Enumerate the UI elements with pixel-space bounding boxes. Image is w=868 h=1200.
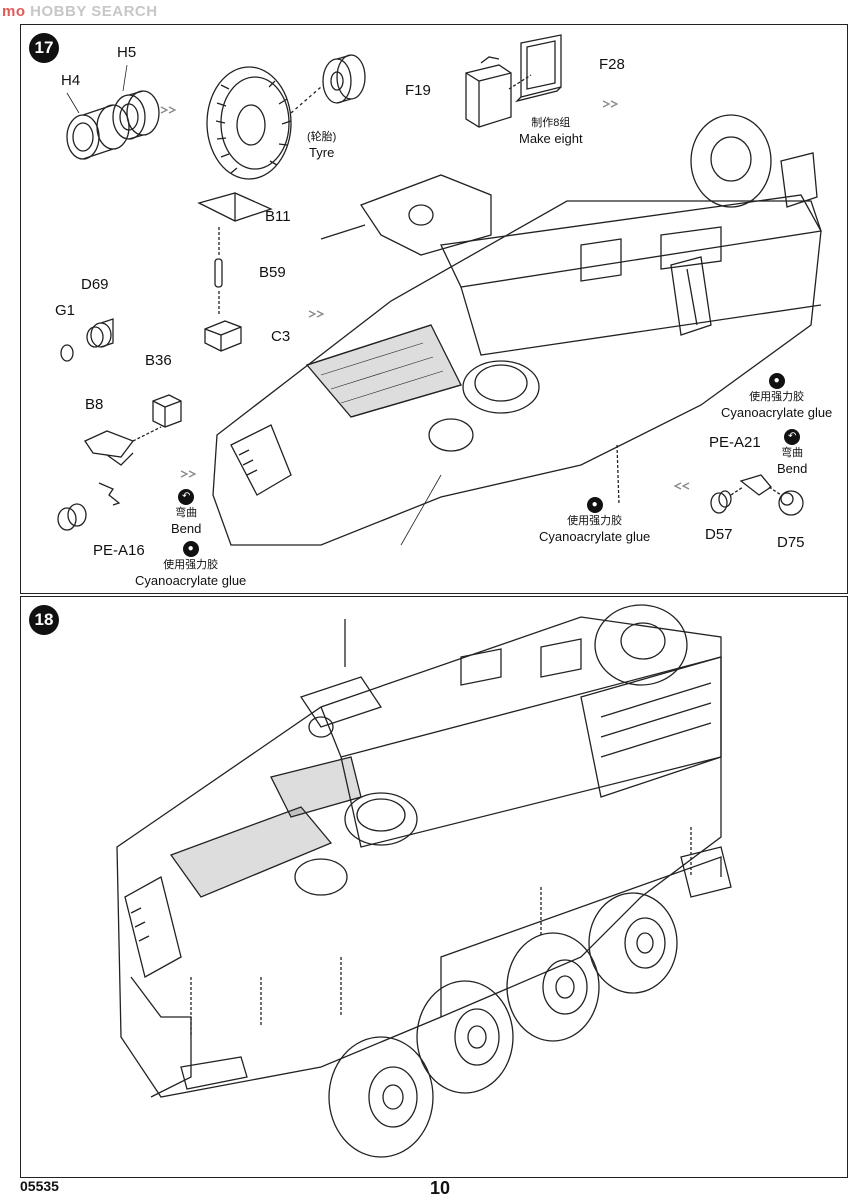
part-d57 [710,490,732,514]
label-d69: D69 [81,276,109,293]
part-pe-a21 [739,474,772,496]
bracket-f28 [514,34,562,103]
glue-drop-icon: ● [182,541,199,557]
part-d69 [86,318,114,348]
label-b11: B11 [265,208,291,225]
glue-drop-icon: ● [768,373,785,389]
road-wheel-2 [416,980,514,1094]
tyre-caption: (轮胎) Tyre [307,131,337,160]
glue-drop-icon: ● [586,497,603,513]
make-eight-caption: 制作8组 Make eight [519,117,583,146]
label-d75: D75 [777,534,805,551]
road-wheel-3 [506,932,600,1042]
cross-part-b11 [197,192,273,222]
bend-icon: ↶ [178,489,195,505]
bend-note-right: ↶ 弯曲 Bend [777,429,808,476]
label-g1: G1 [55,302,76,319]
road-wheel-1 [328,1036,434,1158]
label-h4: H4 [61,72,81,89]
road-wheel-4 [588,892,678,994]
label-f19: F19 [405,82,431,99]
label-f28: F28 [599,56,625,73]
part-b8 [84,430,135,466]
tyre-part [206,66,292,180]
label-d57: D57 [705,526,733,543]
label-b59: B59 [259,264,286,281]
label-pe-a21: PE-A21 [709,434,761,451]
jerry-can-f19 [465,56,512,128]
step-17-illustration [57,34,823,546]
page-number: 10 [430,1178,451,1198]
vehicle-step18 [116,604,732,1158]
part-knob [57,503,87,531]
glue-note-left: ● 使用强力胶 Cyanoacrylate glue [135,541,247,588]
step-17-panel: 17 [20,24,848,594]
step-18-panel: 18 [20,596,848,1178]
part-pe-a16 [98,482,121,506]
hub-part-h4 [66,104,130,160]
bend-icon: ↶ [784,429,801,445]
hub-part-h5 [112,90,160,140]
step-18-number: 18 [29,605,59,635]
label-b36: B36 [145,352,172,369]
vehicle-step17 [212,114,823,546]
part-d75 [778,490,804,516]
product-code: 05535 [20,1178,59,1194]
step-18-illustration [116,604,732,1158]
part-g1 [60,344,74,362]
label-b8: B8 [85,396,104,413]
watermark-logo: mo HOBBY SEARCH [2,3,158,20]
bend-note-left: ↶ 弯曲 Bend [171,489,202,536]
wheel-rim-part [322,54,366,104]
base-part-c3 [204,320,242,352]
part-b36 [152,394,182,428]
pole-part-b59 [214,258,223,288]
glue-note-right: ● 使用强力胶 Cyanoacrylate glue [721,373,833,420]
glue-note-center: ● 使用强力胶 Cyanoacrylate glue [539,497,651,544]
label-h5: H5 [117,44,137,61]
step-17-number: 17 [29,33,59,63]
label-c3: C3 [271,328,291,345]
label-pe-a16: PE-A16 [93,542,145,559]
